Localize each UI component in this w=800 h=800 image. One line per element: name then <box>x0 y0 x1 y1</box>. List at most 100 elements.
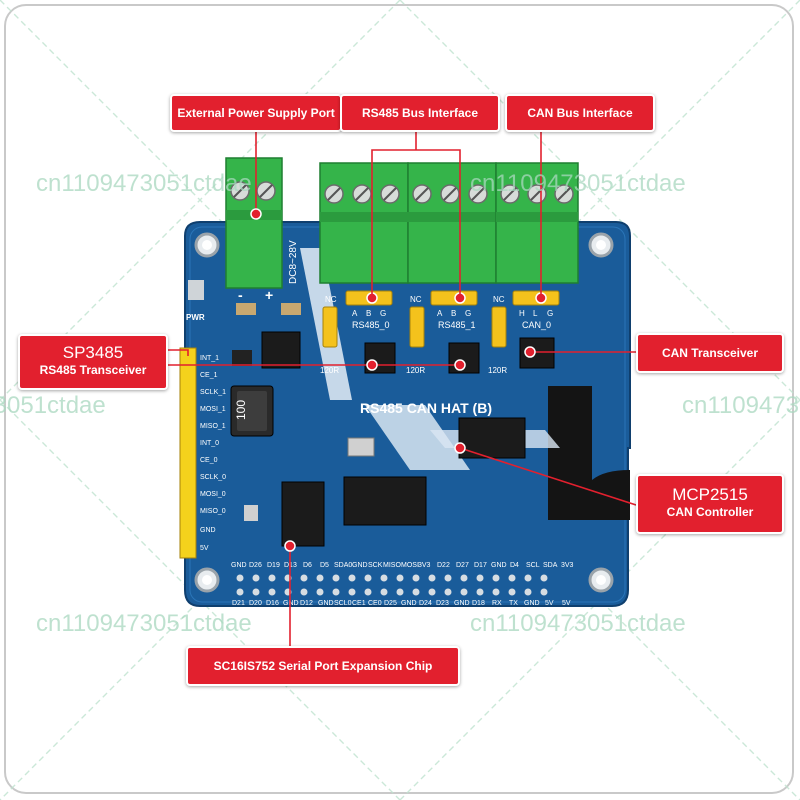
voltage-label: DC8~28V <box>288 240 299 284</box>
left-pin-label: SCLK_1 <box>200 389 226 396</box>
can-0-label: CAN_0 <box>522 320 551 330</box>
watermark-text: cn1109473051ctdae <box>470 170 686 197</box>
gpio-top-label: D27 <box>456 562 469 569</box>
left-pin-label: 5V <box>200 545 209 552</box>
callout-can-transceiver: CAN Transceiver <box>636 333 784 373</box>
gpio-top-label: D22 <box>437 562 450 569</box>
pwr-label: PWR <box>186 313 205 322</box>
left-pin-label: INT_0 <box>200 440 219 447</box>
callout-can-transceiver-text: CAN Transceiver <box>661 346 759 360</box>
term-label-2: 120R <box>406 366 425 375</box>
callout-sp3485-title: SP3485 <box>62 343 124 362</box>
left-header <box>179 347 197 559</box>
callout-mcp2515: MCP2515 CAN Controller <box>636 474 784 534</box>
gpio-top-label: 3V3 <box>561 562 574 569</box>
gpio-top-label: MOSI <box>401 562 419 569</box>
silkscreen: RS485 CAN HAT (B) DC8~28V PWR - + 100 RS… <box>186 240 553 420</box>
callout-sp3485-subtitle: RS485 Transceiver <box>39 363 147 377</box>
can-terminal <box>495 162 579 284</box>
gpio-top-label: GND <box>231 562 247 569</box>
callout-rs485-interface-text: RS485 Bus Interface <box>361 106 479 120</box>
callout-sc16is752: SC16IS752 Serial Port Expansion Chip <box>186 646 460 686</box>
gpio-bottom-label: D21 <box>232 600 245 607</box>
gpio-top-label: GND <box>491 562 507 569</box>
gpio-top-label: SDA <box>543 562 558 569</box>
left-pin-label: MOSI_0 <box>200 491 226 498</box>
gpio-bottom-label: CE1 <box>352 600 366 607</box>
gpio-bottom-label: 5V <box>545 600 554 607</box>
rs485-1-pin-a: A <box>437 309 443 318</box>
gpio-bottom-label: GND <box>318 600 334 607</box>
gpio-bottom-label: GND <box>524 600 540 607</box>
rs485-1-label: RS485_1 <box>438 320 476 330</box>
leader-lines <box>168 132 637 648</box>
gpio-top-label: D5 <box>320 562 329 569</box>
gpio-top-labels: GND D26 D19 D13 D6 D5 SDA0 GND SCK MISO … <box>231 562 574 569</box>
left-pin-label: SCLK_0 <box>200 474 226 481</box>
rs485-0-pin-g: G <box>380 309 386 318</box>
image-frame <box>4 4 794 794</box>
gpio-bottom-label: RX <box>492 600 502 607</box>
rs485-0-pin-a: A <box>352 309 358 318</box>
nc-label-1: NC <box>325 295 337 304</box>
watermark-text: cn1109473051ctdae <box>0 392 106 419</box>
inductor-code: 100 <box>234 400 248 420</box>
left-pin-label: MOSI_1 <box>200 406 226 413</box>
gpio-bottom-label: D23 <box>436 600 449 607</box>
rs485-1-pin-b: B <box>451 309 456 318</box>
mounting-holes <box>194 232 614 593</box>
left-header-labels: INT_1 CE_1 SCLK_1 MOSI_1 MISO_1 INT_0 CE… <box>200 355 226 552</box>
callout-can-interface: CAN Bus Interface <box>505 94 655 132</box>
gpio-bottom-label: CE0 <box>368 600 382 607</box>
rs485-0-pin-b: B <box>366 309 371 318</box>
gpio-top-label: D19 <box>267 562 280 569</box>
gpio-top-label: SCK <box>368 562 383 569</box>
gpio-bottom-label: D18 <box>472 600 485 607</box>
gpio-bottom-label: D12 <box>300 600 313 607</box>
gpio-top-label: 3V3 <box>418 562 431 569</box>
callout-can-interface-text: CAN Bus Interface <box>527 106 633 120</box>
watermark-text: cn1109473051ctdae <box>36 170 252 197</box>
can-pin-l: L <box>533 309 538 318</box>
polarity-minus: - <box>238 287 243 303</box>
rs485-1-pin-g: G <box>465 309 471 318</box>
gpio-top-label: SCL <box>526 562 540 569</box>
gpio-top-label: D6 <box>303 562 312 569</box>
polarity-plus: + <box>265 287 273 303</box>
term-label-1: 120R <box>320 366 339 375</box>
gpio-top-label: SDA0 <box>334 562 352 569</box>
callout-mcp2515-title: MCP2515 <box>672 485 748 504</box>
gpio-top-label: D26 <box>249 562 262 569</box>
rs485-0-label: RS485_0 <box>352 320 390 330</box>
nc-label-2: NC <box>410 295 422 304</box>
left-pin-label: CE_0 <box>200 457 218 464</box>
left-pin-label: INT_1 <box>200 355 219 362</box>
gpio-top-label: D17 <box>474 562 487 569</box>
can-pin-h: H <box>519 309 525 318</box>
gpio-top-label: GND <box>352 562 368 569</box>
callout-power-port-text: External Power Supply Port <box>177 106 335 120</box>
leader-dots <box>250 208 547 552</box>
watermark-text: cn1109473051ctdae <box>470 610 686 637</box>
board-title: RS485 CAN HAT (B) <box>360 400 492 416</box>
rs485-terminals <box>319 162 497 284</box>
gpio-bottom-label: D16 <box>266 600 279 607</box>
gpio-top-label: D4 <box>510 562 519 569</box>
left-pin-label: MISO_1 <box>200 423 226 430</box>
callout-sp3485: SP3485 RS485 Transceiver <box>18 334 168 390</box>
watermark-text: cn1109473051ctdae <box>682 392 800 419</box>
gpio-bottom-label: GND <box>401 600 417 607</box>
gpio-bottom-label: TX <box>509 600 518 607</box>
gpio-bottom-label: D24 <box>419 600 432 607</box>
can-pin-g: G <box>547 309 553 318</box>
callout-rs485-interface: RS485 Bus Interface <box>340 94 500 132</box>
left-pin-label: GND <box>200 527 216 534</box>
gpio-bottom-label: 5V <box>562 600 571 607</box>
gpio-bottom-label: GND <box>454 600 470 607</box>
left-pin-label: MISO_0 <box>200 508 226 515</box>
callout-power-port: External Power Supply Port <box>170 94 342 132</box>
term-label-3: 120R <box>488 366 507 375</box>
callout-sc16is752-text: SC16IS752 Serial Port Expansion Chip <box>213 659 433 673</box>
